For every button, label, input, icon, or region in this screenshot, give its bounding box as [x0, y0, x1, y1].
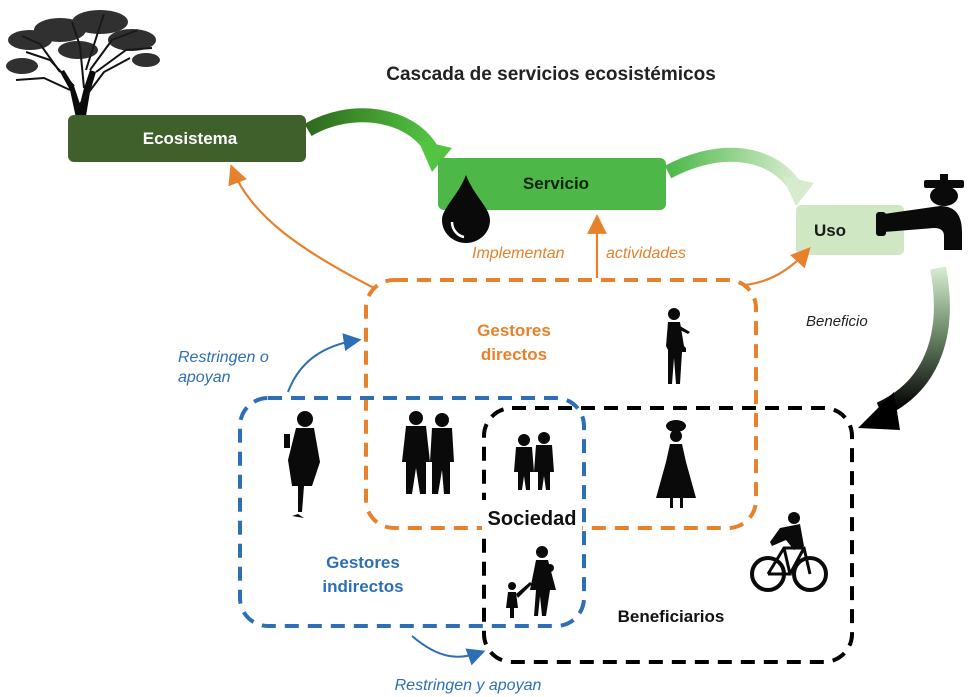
servicio-label: Servicio — [523, 174, 589, 193]
water-drop-icon — [442, 175, 490, 243]
gestores-indirectos-label-line2: indirectos — [322, 577, 403, 596]
implementan-label: Implementan — [472, 245, 565, 262]
arrow-servicio-to-uso — [664, 147, 814, 206]
gestores-indirectos-box — [238, 396, 586, 628]
ecosistema-node: Ecosistema — [68, 115, 306, 162]
restringen-o-apoyan-arrow — [287, 333, 362, 393]
tree-icon — [6, 10, 160, 158]
person-silhouette-icon — [284, 411, 320, 518]
person-silhouette-icon — [656, 420, 696, 508]
person-silhouette-icon — [514, 432, 554, 490]
faucet-icon — [876, 174, 964, 250]
ecosistema-label: Ecosistema — [143, 129, 238, 148]
restringen-y-apoyan-arrow — [411, 635, 486, 666]
restringen-y-apoyan-label: Restringen y apoyan — [395, 677, 542, 694]
gestores-indirectos-label-line1: Gestores — [326, 553, 400, 572]
person-silhouette-icon — [666, 308, 690, 384]
gestores-directos-label-line1: Gestores — [477, 321, 551, 340]
gestores-directos-arrows — [228, 164, 811, 289]
bicycle-icon — [750, 512, 828, 592]
arrow-ecosistema-to-servicio — [304, 108, 452, 172]
gestores-directos-box — [364, 278, 758, 530]
person-silhouette-icon — [506, 546, 556, 618]
arrow-uso-to-beneficiarios — [858, 266, 950, 430]
uso-label: Uso — [814, 221, 846, 240]
diagram-title: Cascada de servicios ecosistémicos — [386, 64, 716, 85]
servicio-node: Servicio — [438, 158, 666, 210]
restringen-o-label-line2: apoyan — [178, 369, 231, 386]
person-silhouette-icon — [402, 411, 454, 494]
actividades-label: actividades — [606, 245, 686, 262]
beneficio-label: Beneficio — [806, 313, 868, 330]
beneficiarios-label: Beneficiarios — [618, 607, 725, 626]
gestores-directos-label-line2: directos — [481, 345, 547, 364]
sociedad-label: Sociedad — [488, 508, 577, 530]
restringen-o-label-line1: Restringen o — [178, 349, 269, 366]
